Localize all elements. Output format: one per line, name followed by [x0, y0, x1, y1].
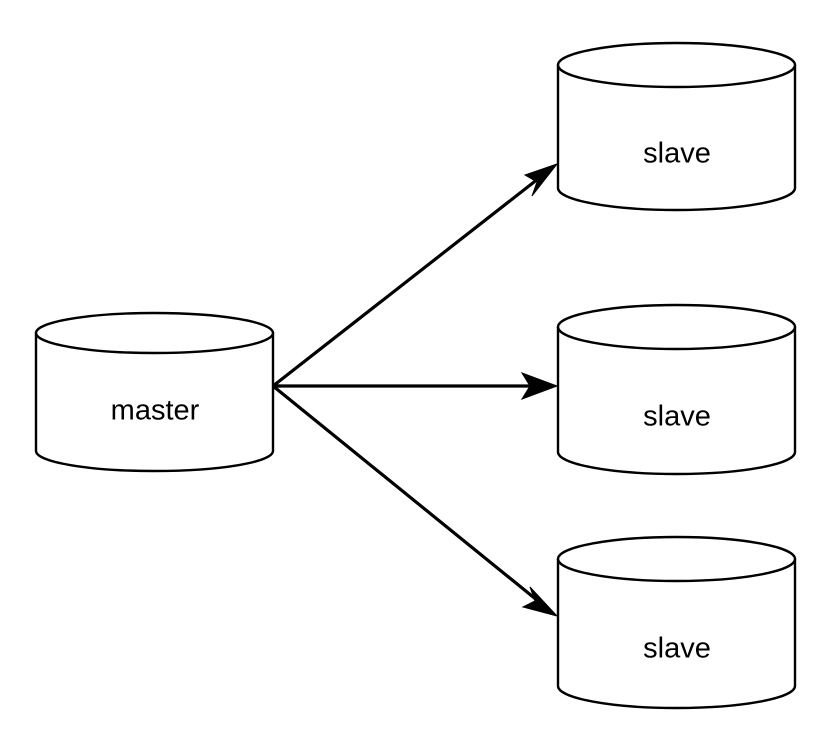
slave-1-cylinder-top: [556, 41, 797, 89]
slave-3-node-label: slave: [643, 633, 711, 665]
slave-3-cylinder-top: [556, 535, 797, 583]
edge-master-to-slave-2[interactable]: [273, 372, 559, 400]
arrowhead-icon-master-to-slave-3: [521, 586, 559, 617]
edges-layer: [271, 162, 559, 617]
edge-master-to-slave-3[interactable]: [271, 384, 559, 617]
slave-2-node-label: slave: [643, 401, 711, 433]
master-cylinder-top: [34, 311, 275, 355]
slave-3-cylinder-body: [556, 557, 797, 710]
node-master[interactable]: master: [34, 311, 275, 473]
master-cylinder-body: [34, 331, 275, 473]
arrowhead-icon-master-to-slave-1: [523, 162, 559, 197]
edge-line-master-to-slave-3: [271, 384, 545, 607]
slave-2-cylinder-body: [556, 325, 797, 476]
master-node-label: master: [111, 395, 200, 427]
node-slave-3[interactable]: slave: [556, 535, 797, 710]
node-slave-1[interactable]: slave: [556, 41, 797, 212]
slave-1-node-label: slave: [643, 138, 711, 170]
slave-2-cylinder-top: [556, 303, 797, 351]
slave-1-cylinder-body: [556, 63, 797, 212]
node-slave-2[interactable]: slave: [556, 303, 797, 476]
arrowhead-icon-master-to-slave-2: [520, 372, 559, 400]
edge-master-to-slave-1[interactable]: [272, 162, 559, 388]
edge-line-master-to-slave-1: [272, 173, 544, 388]
